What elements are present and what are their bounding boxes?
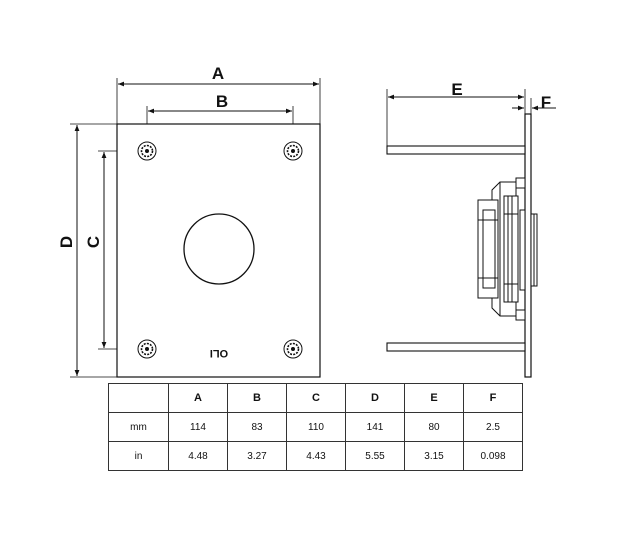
table-cell: 83: [227, 412, 287, 442]
table-cell: 5.55: [345, 441, 405, 471]
table-header-cell: A: [168, 383, 228, 413]
table-row: in 4.48 3.27 4.43 5.55 3.15 0.098: [108, 441, 523, 471]
dimension-label-e: E: [451, 80, 462, 99]
screw-icon: [137, 339, 157, 359]
dimensions-table: A B C D E F mm 114 83 110 141 80 2.5 in …: [108, 383, 523, 471]
table-cell: 4.48: [168, 441, 228, 471]
table-cell: 4.43: [286, 441, 346, 471]
front-view: A B D C: [57, 64, 321, 378]
table-cell: 80: [404, 412, 464, 442]
dimension-label-a: A: [212, 64, 224, 83]
oli-logo: OLI: [210, 347, 228, 359]
table-header-cell: C: [286, 383, 346, 413]
side-view-flush-plate: [524, 113, 532, 378]
table-header-cell: [108, 383, 169, 413]
dimension-label-c: C: [84, 236, 103, 248]
table-header-cell: E: [404, 383, 464, 413]
table-cell: 110: [286, 412, 346, 442]
table-header-cell: B: [227, 383, 287, 413]
technical-drawing: A B D C: [57, 64, 556, 378]
table-header-cell: D: [345, 383, 405, 413]
dimension-label-b: B: [216, 92, 228, 111]
table-unit-cell: mm: [108, 412, 169, 442]
screw-icon: [137, 141, 157, 161]
table-header-row: A B C D E F: [108, 383, 523, 413]
table-cell: 141: [345, 412, 405, 442]
screw-icon: [283, 141, 303, 161]
side-view: E F: [386, 80, 556, 378]
table-row: mm 114 83 110 141 80 2.5: [108, 412, 523, 442]
screw-icon: [283, 339, 303, 359]
dimension-label-d: D: [57, 236, 76, 248]
table-cell: 3.15: [404, 441, 464, 471]
button-mechanism: [477, 177, 538, 321]
table-cell: 2.5: [463, 412, 523, 442]
table-header-cell: F: [463, 383, 523, 413]
front-plate: [116, 123, 321, 378]
dimension-label-f: F: [541, 93, 551, 112]
round-cutout: [183, 213, 255, 285]
table-unit-cell: in: [108, 441, 169, 471]
table-cell: 0.098: [463, 441, 523, 471]
table-cell: 114: [168, 412, 228, 442]
table-cell: 3.27: [227, 441, 287, 471]
